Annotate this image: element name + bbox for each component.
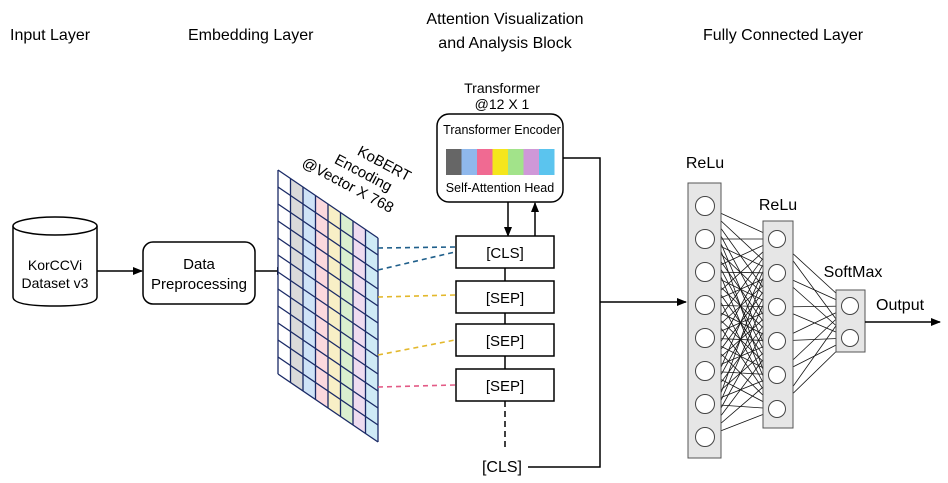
header-attention-line1: Attention Visualization [426, 11, 583, 28]
token-label-sep-1: [SEP] [486, 290, 524, 307]
layer1-node-6 [695, 361, 715, 381]
layer1-node-8 [695, 427, 715, 447]
layer2-node-3 [768, 298, 786, 316]
header-fc-layer: Fully Connected Layer [703, 27, 864, 44]
layer1-column [687, 182, 722, 459]
bottom-cls-label: [CLS] [482, 459, 522, 476]
token-box-sep-2: [SEP] [455, 323, 555, 357]
attention-head-1 [446, 149, 462, 175]
self-attention-head-label: Self-Attention Head [446, 181, 554, 195]
preprocessing-box: Data Preprocessing [142, 241, 256, 305]
output-label: Output [876, 297, 925, 314]
layer2-column [762, 220, 794, 429]
encoder-output-line [563, 157, 601, 302]
link-sep-1 [377, 294, 456, 298]
layer1-node-1 [695, 196, 715, 216]
layer2-node-5 [768, 366, 786, 384]
header-embedding-layer: Embedding Layer [188, 27, 314, 44]
embedding-token-links [377, 246, 456, 388]
preprocessing-label-line2: Preprocessing [151, 276, 247, 293]
layer2-node-2 [768, 264, 786, 282]
layer1-node-3 [695, 262, 715, 282]
dataset-label-line1: KorCCVi [28, 257, 82, 273]
dataset-cylinder: KorCCVi Dataset v3 [12, 216, 98, 307]
layer3-node-2 [841, 329, 859, 347]
layer2-node-1 [768, 230, 786, 248]
header-input-layer: Input Layer [10, 27, 91, 44]
link-cls-2 [377, 251, 456, 271]
link-sep-3 [377, 384, 456, 388]
token-label-sep-2: [SEP] [486, 333, 524, 350]
dataset-label-line2: Dataset v3 [22, 275, 89, 291]
fc-nodes [695, 196, 859, 447]
layer2-label: ReLu [759, 197, 797, 214]
attention-head-3 [477, 149, 493, 175]
fc-network [687, 182, 866, 459]
token-box-sep-3: [SEP] [455, 368, 555, 402]
layer2-node-6 [768, 400, 786, 418]
token-label-cls: [CLS] [486, 245, 524, 262]
layer1-node-5 [695, 328, 715, 348]
link-cls-1 [377, 246, 456, 249]
header-attention-line2: and Analysis Block [438, 35, 572, 52]
preprocessing-label-line1: Data [183, 256, 215, 273]
attention-head-2 [461, 149, 477, 175]
attention-head-5 [508, 149, 524, 175]
attention-head-6 [523, 149, 539, 175]
transformer-encoder-label: Transformer Encoder [443, 123, 561, 137]
link-sep-2 [377, 339, 456, 356]
attention-head-4 [492, 149, 508, 175]
bottom-cls-output-line [528, 302, 601, 468]
layer2-node-4 [768, 332, 786, 350]
transformer-encoder-box: Transformer Encoder Self-Attention Head [436, 113, 564, 203]
layer1-node-2 [695, 229, 715, 249]
token-box-cls: [CLS] [455, 235, 555, 269]
token-box-sep-1: [SEP] [455, 280, 555, 314]
layer3-node-1 [841, 297, 859, 315]
attention-head-strip [446, 149, 555, 175]
transformer-title-line1: Transformer [464, 80, 540, 96]
token-label-sep-3: [SEP] [486, 378, 524, 395]
kobert-embedding-grid [277, 169, 379, 443]
layer1-label: ReLu [686, 155, 724, 172]
layer3-label: SoftMax [824, 264, 883, 281]
attention-head-7 [539, 149, 555, 175]
transformer-title-line2: @12 X 1 [475, 96, 530, 112]
layer1-node-7 [695, 394, 715, 414]
layer1-node-4 [695, 295, 715, 315]
